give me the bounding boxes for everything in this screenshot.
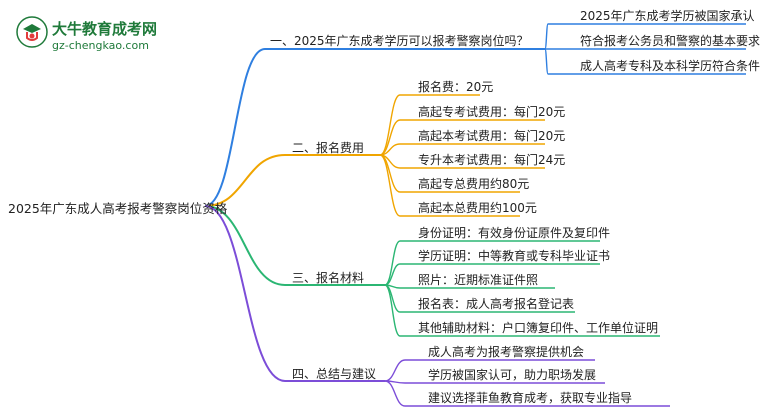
logo-url: gz-chengkao.com bbox=[52, 39, 149, 52]
branch-1-label: 一、2025年广东成考学历可以报考警察岗位吗？ bbox=[270, 34, 529, 48]
root-topic: 2025年广东成人高考报考警察岗位资格 bbox=[8, 201, 228, 216]
branch-4-item-3-connector bbox=[384, 380, 670, 407]
branch-3-item-4: 报名表：成人高考报名登记表 bbox=[418, 297, 575, 311]
branch-4-label: 四、总结与建议 bbox=[292, 367, 377, 381]
site-logo: 大牛教育成考网 gz-chengkao.com bbox=[6, 6, 166, 56]
branch-4-item-3: 建议选择菲鱼教育成考，获取专业指导 bbox=[428, 391, 633, 405]
branch-2-item-3: 高起本考试费用：每门20元 bbox=[418, 129, 566, 143]
branch-1-connector bbox=[204, 48, 545, 207]
branch-2-item-6: 高起本总费用约100元 bbox=[418, 201, 537, 215]
branch-2-item-2-connector bbox=[379, 119, 545, 156]
branch-2-item-6-connector bbox=[379, 154, 520, 217]
branch-3-item-1: 身份证明：有效身份证原件及复印件 bbox=[418, 226, 611, 240]
branch-2-item-4: 专升本考试费用：每门24元 bbox=[418, 153, 566, 167]
branch-2-item-2: 高起专考试费用：每门20元 bbox=[418, 105, 566, 119]
branch-2-label: 二、报名费用 bbox=[292, 141, 365, 155]
branch-1-item-3-connector bbox=[544, 48, 746, 75]
branch-1-item-1: 2025年广东成考学历被国家承认 bbox=[580, 9, 755, 23]
logo-title: 大牛教育成考网 bbox=[52, 20, 158, 38]
branch-1-item-3: 成人高考专科及本科学历符合条件 bbox=[580, 59, 760, 73]
branch-2-connector bbox=[204, 154, 380, 207]
branch-2-item-3-connector bbox=[379, 143, 545, 156]
branch-3-connector bbox=[204, 205, 385, 286]
branch-4-connector bbox=[204, 205, 385, 382]
branch-2-item-5: 高起专总费用约80元 bbox=[418, 177, 530, 191]
branch-3-label: 三、报名材料 bbox=[292, 271, 365, 285]
branch-3-item-5: 其他辅助材料：户口簿复印件、工作单位证明 bbox=[418, 321, 659, 335]
branch-4-item-2: 学历被国家认可，助力职场发展 bbox=[428, 368, 597, 382]
branch-3-item-2: 学历证明：中等教育或专科毕业证书 bbox=[418, 249, 611, 263]
branch-1-item-2: 符合报考公务员和警察的基本要求 bbox=[580, 34, 760, 48]
branch-1-item-1-connector bbox=[544, 23, 746, 50]
student-figure-icon bbox=[16, 16, 48, 48]
branch-2-item-1: 报名费：20元 bbox=[418, 80, 494, 94]
branch-3-item-2-connector bbox=[384, 263, 600, 286]
branch-3-item-5-connector bbox=[384, 284, 660, 337]
branch-4-item-1-connector bbox=[384, 359, 595, 382]
branch-3-item-3: 照片：近期标准证件照 bbox=[418, 273, 539, 287]
branch-4-item-1: 成人高考为报考警察提供机会 bbox=[428, 345, 585, 359]
